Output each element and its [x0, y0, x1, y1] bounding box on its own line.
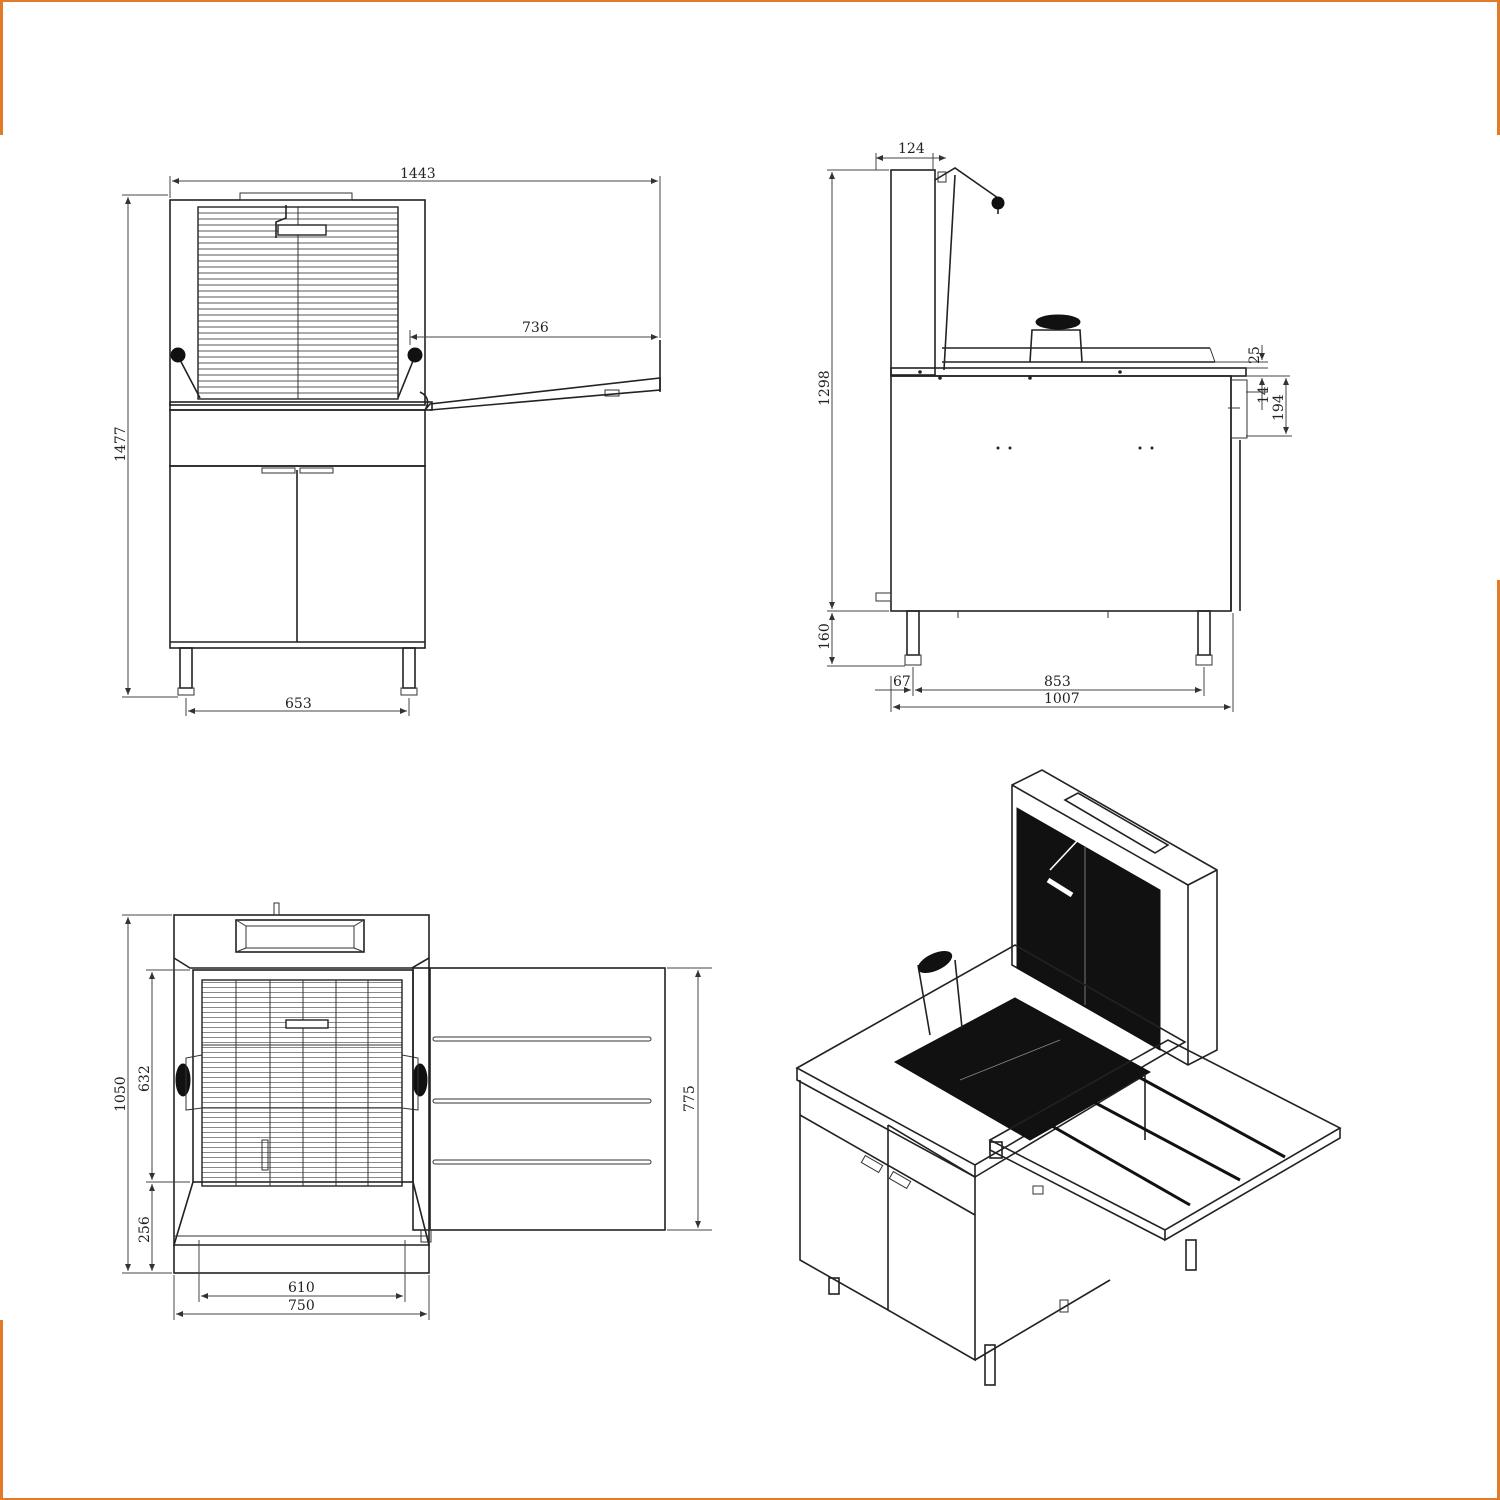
dim-side-rim-b: 14 [1256, 386, 1272, 404]
dim-top-basket-depth: 632 [137, 1065, 153, 1092]
dim-side-top-offset: 124 [898, 141, 925, 157]
side-lid-arm [934, 167, 999, 199]
iso-lid-mesh [1016, 807, 1161, 1051]
front-basket-handle [277, 224, 327, 236]
frame-accent-right-top [1497, 0, 1500, 135]
left-knob [170, 347, 186, 363]
iso-fry-vat [893, 997, 1152, 1141]
front-leg-left [179, 647, 193, 689]
dim-front-width: 1443 [400, 166, 436, 182]
dim-top-shelf-depth: 775 [682, 1085, 698, 1112]
dim-front-height: 1477 [113, 426, 129, 462]
iso-back-tower [1011, 769, 1218, 1066]
front-view: 1443 1477 736 653 [113, 166, 661, 716]
frame-accent-left-bottom [0, 1320, 3, 1500]
dim-shelf-extension: 736 [522, 320, 549, 336]
frame-accent-bottom [0, 1498, 1500, 1500]
top-shelf [412, 967, 666, 1231]
dim-side-depth: 1007 [1044, 691, 1080, 707]
front-cabinet [169, 465, 426, 649]
side-cabinet [890, 375, 1232, 612]
frame-accent-left-top [0, 0, 3, 135]
top-view: 1050 632 256 775 610 750 [113, 902, 712, 1320]
side-basket-handle [1035, 314, 1081, 330]
side-view: 124 1298 160 25 14 194 67 853 1007 [817, 141, 1292, 712]
dim-side-leg-span: 853 [1044, 674, 1071, 690]
top-basket-mesh [201, 979, 403, 1187]
dim-top-depth: 1050 [113, 1076, 129, 1112]
right-knob [407, 347, 423, 363]
front-leg-right [402, 647, 416, 689]
dim-top-front-gap: 256 [137, 1216, 153, 1243]
top-right-handle [412, 1063, 428, 1097]
frame-accent-right-bottom [1497, 580, 1500, 1500]
isometric-view [795, 769, 1342, 1386]
dim-top-inner-width: 610 [288, 1280, 315, 1296]
dim-front-leg-span: 653 [285, 696, 312, 712]
side-back-tower [890, 169, 936, 376]
dim-top-outer-width: 750 [288, 1298, 315, 1314]
dim-side-leg-height: 160 [817, 623, 833, 650]
dim-side-leg-offset: 67 [893, 674, 911, 690]
frame-accent-top [0, 0, 1500, 2]
dim-side-rim-c: 194 [1271, 394, 1287, 421]
iso-top-deck [795, 944, 1187, 1166]
top-left-handle [175, 1063, 191, 1097]
top-body-outline [173, 914, 430, 1274]
dim-side-height: 1298 [817, 370, 833, 406]
dim-side-rim-a: 25 [1247, 346, 1263, 364]
iso-cabinet-front [799, 1080, 889, 1312]
front-pull-out-shelf [419, 377, 661, 411]
